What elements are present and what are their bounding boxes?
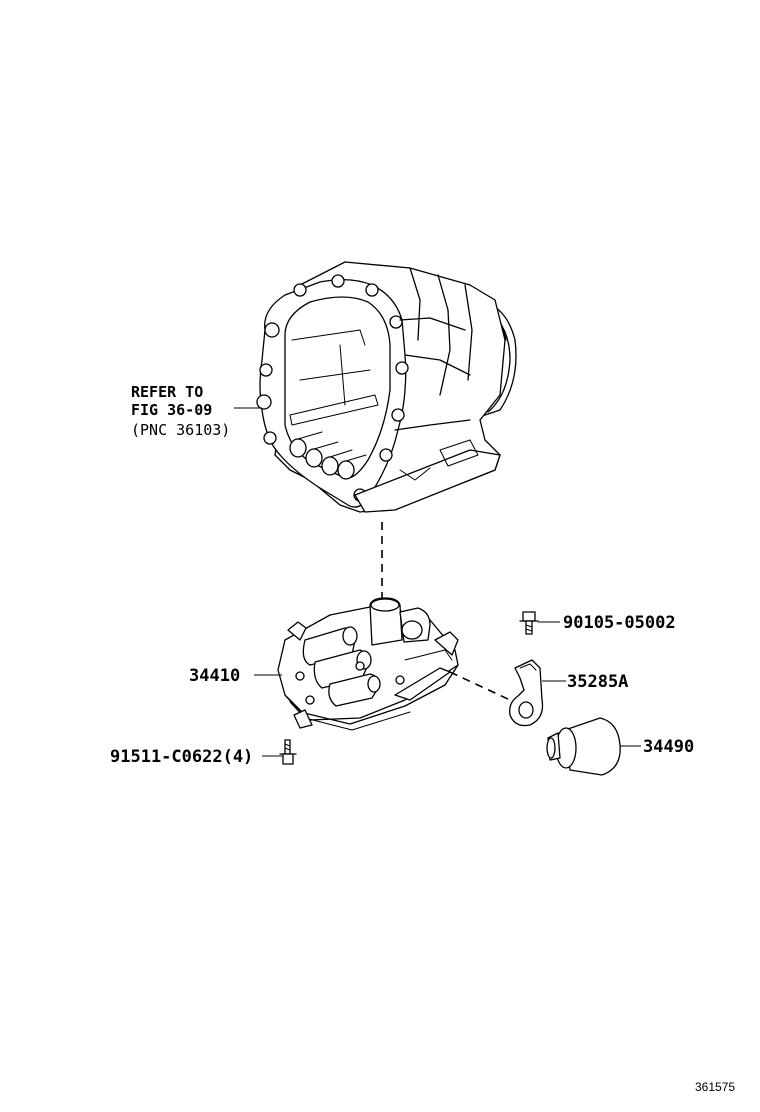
figure-id: 361575 (695, 1080, 735, 1094)
valve-body-illustration (277, 597, 459, 731)
sensor-34490-illustration (546, 717, 621, 776)
bracket-dashed-line (449, 671, 511, 701)
part-label-90105-05002[interactable]: 90105-05002 (563, 613, 676, 633)
part-label-35285a[interactable]: 35285A (567, 672, 628, 692)
refer-to-label: REFER TO (131, 383, 203, 401)
pnc-reference-label: (PNC 36103) (131, 421, 230, 439)
bolt-90105-illustration (519, 611, 539, 635)
bolt-91511-illustration (279, 739, 297, 765)
part-label-34490[interactable]: 34490 (643, 737, 694, 757)
bracket-35285a-illustration (509, 659, 544, 727)
part-label-91511-c0622[interactable]: 91511-C0622(4) (110, 747, 253, 767)
transmission-case-illustration (256, 261, 517, 513)
part-label-34410[interactable]: 34410 (189, 666, 240, 686)
fig-reference-label: FIG 36-09 (131, 401, 212, 419)
leader-lines (234, 407, 641, 757)
